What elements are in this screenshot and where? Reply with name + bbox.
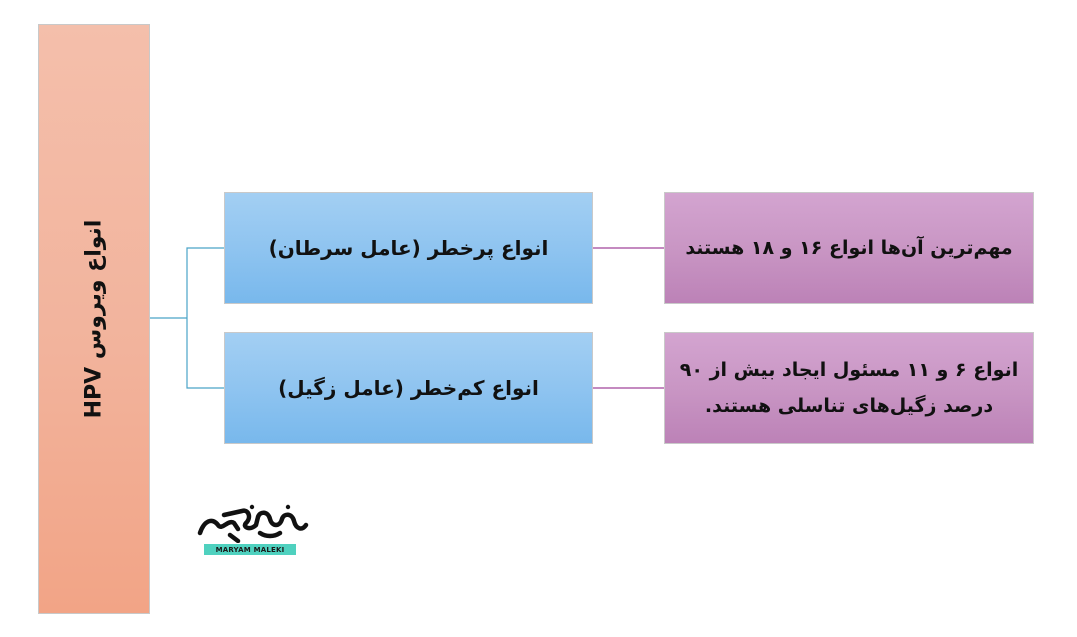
root-branch-connector [150,247,224,389]
high-risk-detail-text: مهم‌ترین آن‌ها انواع ۱۶ و ۱۸ هستند [685,236,1013,259]
high-risk-label: انواع پرخطر (عامل سرطان) [268,236,549,260]
high-risk-node: انواع پرخطر (عامل سرطان) [224,192,593,304]
root-node: انواع ویروس HPV [38,24,150,614]
brand-logo: MARYAM MALEKI [190,503,315,558]
high-risk-detail-node: مهم‌ترین آن‌ها انواع ۱۶ و ۱۸ هستند [664,192,1034,304]
low-risk-detail-line-2: درصد زگیل‌های تناسلی هستند. [704,395,994,417]
low-risk-detail-text: انواع ۶ و ۱۱ مسئول ایجاد بیش از ۹۰ درصد … [680,352,1018,424]
low-risk-node: انواع کم‌خطر (عامل زگیل) [224,332,593,444]
low-risk-detail-node: انواع ۶ و ۱۱ مسئول ایجاد بیش از ۹۰ درصد … [664,332,1034,444]
logo-calligraphy-icon [197,504,309,543]
low-risk-label: انواع کم‌خطر (عامل زگیل) [278,376,539,400]
logo-brand-band: MARYAM MALEKI [204,544,296,555]
low-risk-detail-line-1: انواع ۶ و ۱۱ مسئول ایجاد بیش از ۹۰ [679,358,1019,381]
logo-brand-text: MARYAM MALEKI [215,545,285,554]
